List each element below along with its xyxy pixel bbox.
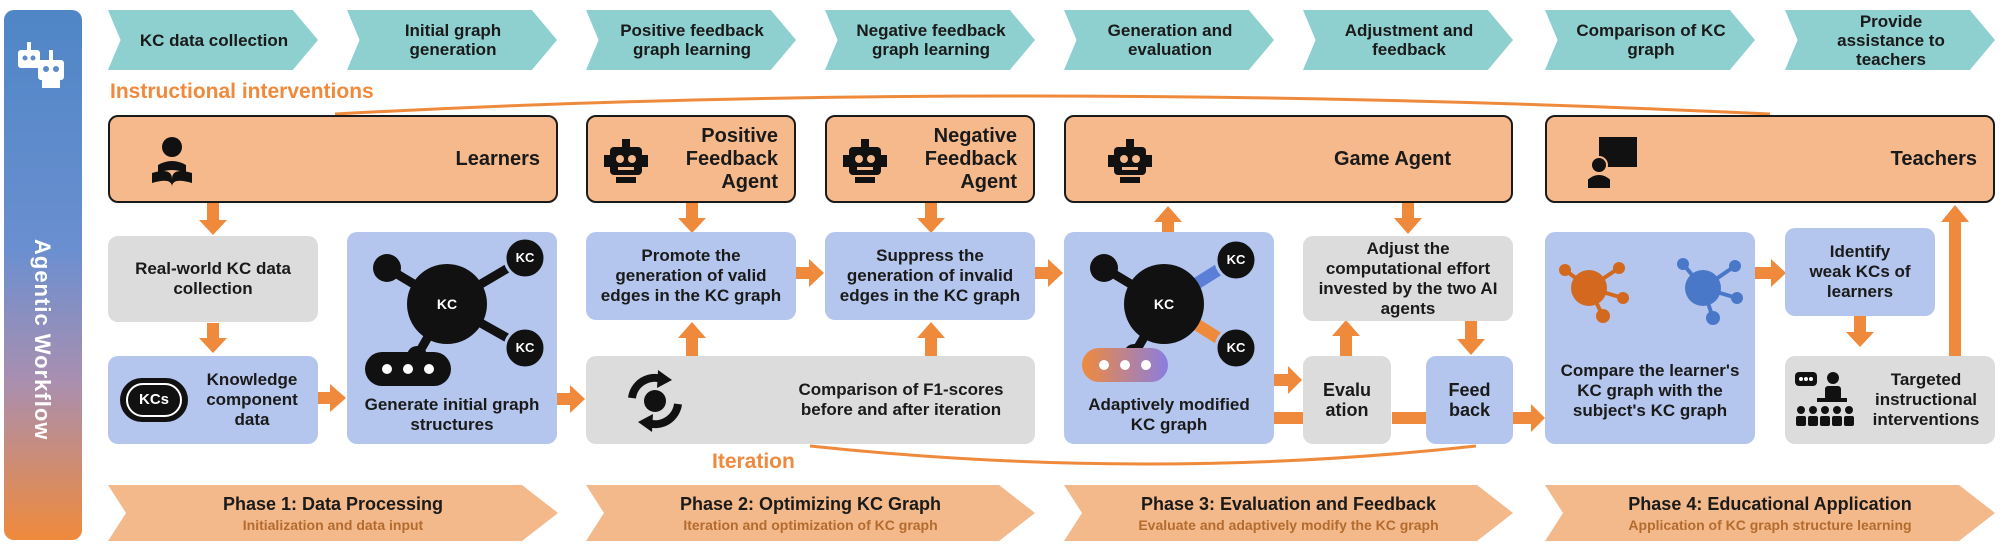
kc-node-label: KC xyxy=(1226,252,1246,267)
phase-3-subtitle: Evaluate and adaptively modify the KC gr… xyxy=(1138,516,1439,533)
generate-graph-label: Generate initial graph structures xyxy=(364,395,540,434)
negative-feedback-agent: Negative Feedback Agent xyxy=(825,115,1035,203)
positive-agent-label: Positive Feedback Agent xyxy=(685,124,778,193)
step-kc-data-collection: KC data collection xyxy=(108,10,318,70)
step-assist-teachers: Provide assistance to teachers xyxy=(1785,10,1995,70)
step-positive-feedback: Positive feedback graph learning xyxy=(586,10,796,70)
agentic-workflow-sidebar xyxy=(4,10,82,540)
instructional-interventions-label: Instructional interventions xyxy=(110,80,374,103)
step-negative-feedback: Negative feedback graph learning xyxy=(825,10,1035,70)
adaptive-graph-box: KC KC KC Adaptively modified KC graph xyxy=(1064,232,1274,444)
positive-feedback-agent: Positive Feedback Agent xyxy=(586,115,796,203)
adaptive-kc-graph-icon xyxy=(1082,238,1258,382)
graph-comparison-icon xyxy=(1559,258,1743,325)
phase-4-title: Phase 4: Educational Application xyxy=(1628,493,1912,514)
compare-graph-label: Compare the learner's KC graph with the … xyxy=(1560,361,1740,420)
kc-node-label: KC xyxy=(515,250,535,265)
kcs-badge-label: KCs xyxy=(138,391,169,408)
learners-agent: Learners xyxy=(108,115,558,203)
robot-icon xyxy=(602,137,650,185)
f1-comparison-box: Comparison of F1-scores before and after… xyxy=(586,356,1035,444)
suppress-box: Suppress the generation of invalid edges… xyxy=(825,232,1035,320)
phase-4-banner: Phase 4: Educational Application Applica… xyxy=(1545,485,1995,541)
compare-graph-box: Compare the learner's KC graph with the … xyxy=(1545,232,1755,444)
phase-4-subtitle: Application of KC graph structure learni… xyxy=(1628,516,1912,533)
game-agent-label: Game Agent xyxy=(1333,147,1451,170)
learners-label: Learners xyxy=(455,147,541,170)
iteration-label: Iteration xyxy=(712,450,795,473)
kc-node-label: KC xyxy=(515,340,535,355)
step-initial-graph: Initial graph generation xyxy=(347,10,557,70)
phase-3-banner: Phase 3: Evaluation and Feedback Evaluat… xyxy=(1064,485,1513,541)
promote-box: Promote the generation of valid edges in… xyxy=(586,232,796,320)
phase-2-title: Phase 2: Optimizing KC Graph xyxy=(679,493,942,514)
kc-graph-icon xyxy=(365,236,547,386)
kc-node-label: KC xyxy=(436,296,458,312)
step-adjustment-feedback: Adjustment and feedback xyxy=(1303,10,1513,70)
step-generation-evaluation: Generation and evaluation xyxy=(1064,10,1274,70)
step-comparison-kc-graph: Comparison of KC graph xyxy=(1545,10,1755,70)
kc-data-box: KCs Knowledge component data xyxy=(108,356,318,444)
negative-agent-label: Negative Feedback Agent xyxy=(924,124,1017,193)
robot-icon xyxy=(1106,137,1154,185)
sidebar-title: Agentic Workflow xyxy=(30,239,55,441)
teacher-board-icon xyxy=(1583,133,1641,191)
phase-3-title: Phase 3: Evaluation and Feedback xyxy=(1140,493,1437,514)
phase-2-subtitle: Iteration and optimization of KC graph xyxy=(683,516,938,533)
targeted-interventions-label: Targeted instructional interventions xyxy=(1872,370,1980,429)
identify-weak-kcs-box: Identify weak KCs of learners xyxy=(1785,228,1935,316)
realworld-data-box: Real-world KC data collection xyxy=(108,236,318,322)
phase-1-title: Phase 1: Data Processing xyxy=(222,493,444,514)
phase-2-banner: Phase 2: Optimizing KC Graph Iteration a… xyxy=(586,485,1035,541)
teachers-label: Teachers xyxy=(1890,147,1977,170)
adaptive-graph-label: Adaptively modified KC graph xyxy=(1088,395,1250,434)
f1-comparison-label: Comparison of F1-scores before and after… xyxy=(798,380,1004,419)
kc-node-label: KC xyxy=(1226,340,1246,355)
robot-group-icon xyxy=(14,36,74,96)
iteration-arc xyxy=(809,444,1477,466)
kc-data-label: Knowledge component data xyxy=(206,370,298,429)
feedback-box: Feed back xyxy=(1426,356,1513,444)
game-agent: Game Agent xyxy=(1064,115,1513,203)
phase-1-banner: Phase 1: Data Processing Initialization … xyxy=(108,485,558,541)
kc-node-label: KC xyxy=(1153,296,1175,312)
phase-1-subtitle: Initialization and data input xyxy=(242,516,424,533)
teachers-agent: Teachers xyxy=(1545,115,1995,203)
instructional-arc xyxy=(334,94,1771,116)
reading-person-icon xyxy=(144,133,200,189)
robot-icon xyxy=(841,137,889,185)
evaluation-box: Evalu ation xyxy=(1303,356,1391,444)
targeted-interventions-box: Targeted instructional interventions xyxy=(1785,356,1995,444)
adjust-effort-box: Adjust the computational effort invested… xyxy=(1303,236,1513,321)
refresh-cycle-icon xyxy=(622,368,688,434)
generate-graph-box: KC KC KC Generate initial graph structur… xyxy=(347,232,557,444)
classroom-icon xyxy=(1793,370,1857,432)
